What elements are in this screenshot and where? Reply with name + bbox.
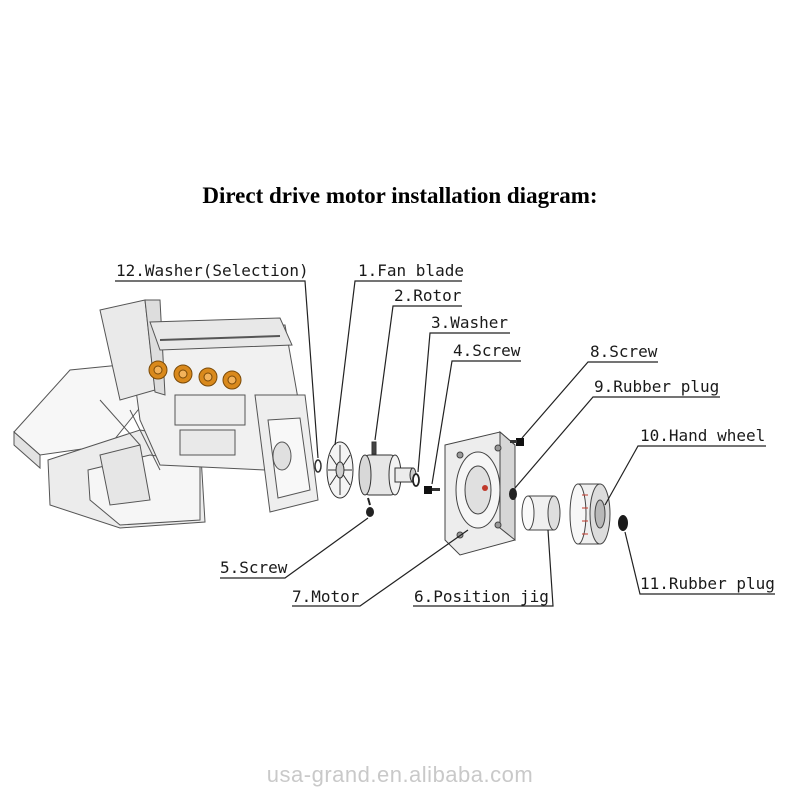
fan-blade-part [326, 441, 354, 499]
leader-9 [514, 396, 720, 489]
leader-lines [115, 280, 775, 607]
label-rubber-plug-9: 9.Rubber plug [594, 377, 720, 396]
motor-part [444, 430, 516, 556]
leader-12 [115, 280, 319, 459]
leader-10 [604, 445, 766, 506]
screw-8-part [510, 438, 524, 446]
position-jig-part [521, 495, 561, 531]
tension-knobs [148, 360, 242, 390]
label-position-jig: 6.Position jig [414, 587, 549, 606]
screw-5-part [366, 497, 374, 517]
label-washer: 3.Washer [431, 313, 509, 332]
label-screw-4: 4.Screw [453, 341, 521, 360]
sewing-machine-illustration [13, 299, 319, 529]
leader-3 [417, 332, 510, 473]
leader-8 [521, 361, 658, 439]
label-fan-blade: 1.Fan blade [358, 261, 464, 280]
leader-4 [431, 360, 521, 485]
washer-selection-part [314, 459, 322, 473]
label-hand-wheel: 10.Hand wheel [640, 426, 766, 445]
rotor-part [358, 441, 417, 496]
leader-1 [334, 280, 462, 446]
leader-5 [220, 517, 369, 579]
label-motor: 7.Motor [292, 587, 360, 606]
rubber-plug-9-part [509, 488, 517, 500]
leader-7 [292, 529, 469, 607]
label-screw-8: 8.Screw [590, 342, 658, 361]
label-rubber-plug-11: 11.Rubber plug [640, 574, 775, 593]
diagram-title: Direct drive motor installation diagram: [202, 183, 598, 208]
leader-6 [413, 529, 554, 607]
watermark: usa-grand.en.alibaba.com [266, 762, 534, 787]
washer-part [412, 473, 420, 487]
leader-11 [624, 531, 775, 595]
rubber-plug-11-part [618, 515, 628, 531]
label-washer-selection: 12.Washer(Selection) [116, 261, 309, 280]
screw-4-part [424, 486, 440, 494]
hand-wheel-part [569, 483, 611, 545]
leader-2 [374, 305, 462, 441]
label-rotor: 2.Rotor [394, 286, 462, 305]
label-screw-5: 5.Screw [220, 558, 288, 577]
